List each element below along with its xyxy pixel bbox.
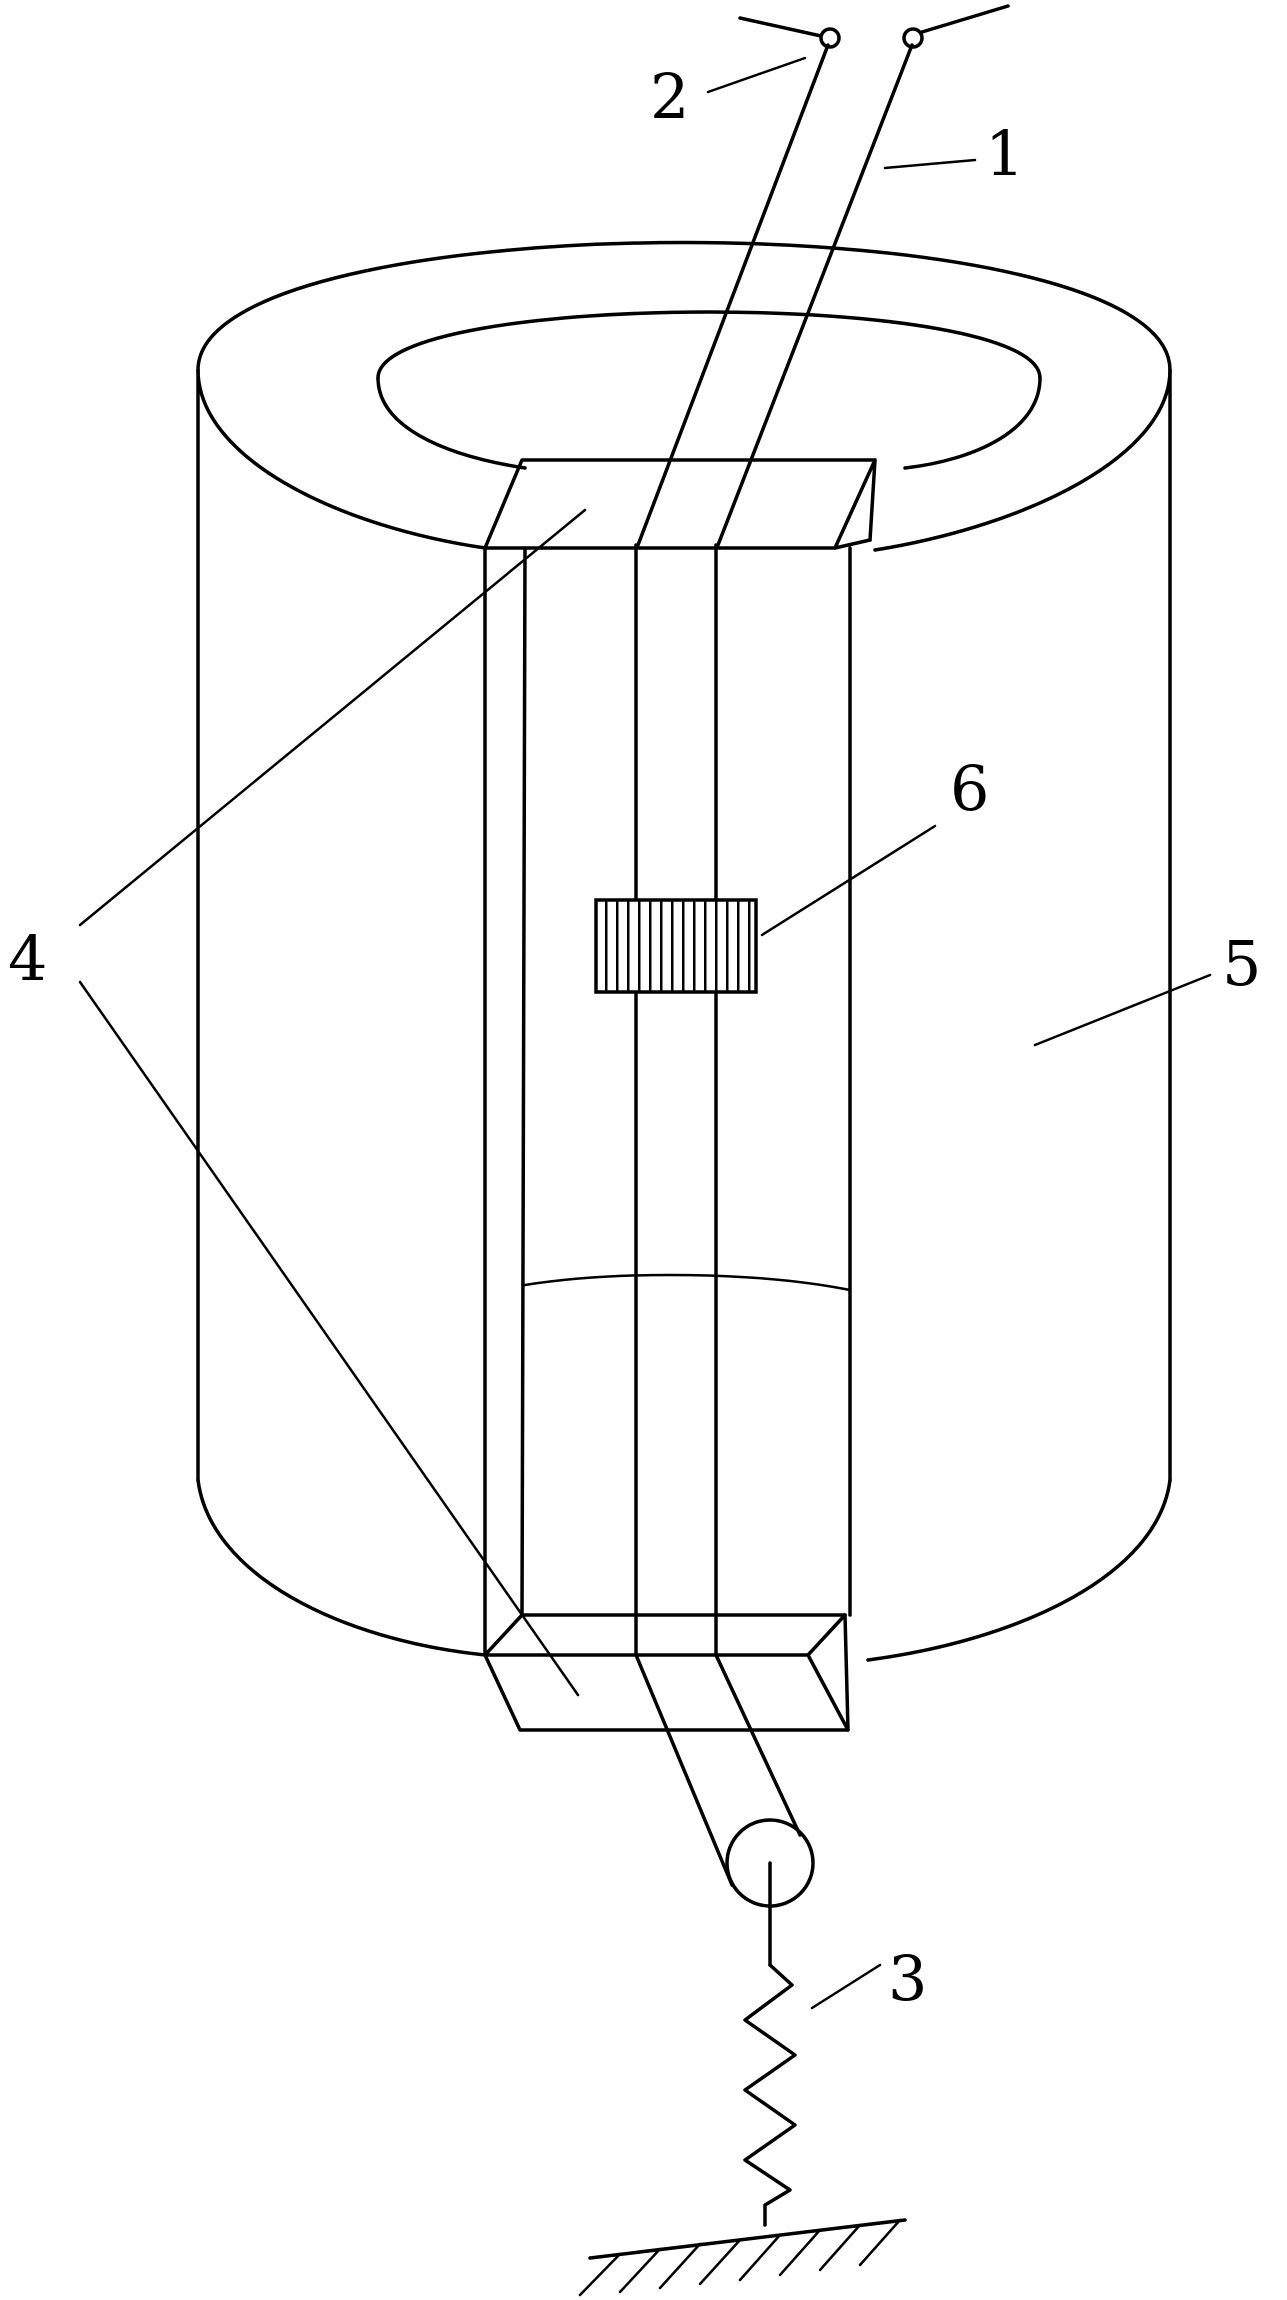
cylinder-top-outer-front-left xyxy=(196,368,487,550)
label-3: 3 xyxy=(888,1942,927,2015)
conductor-right-upper xyxy=(716,43,914,547)
frame-top-right-bevel xyxy=(833,538,872,550)
frame-bottom-plate xyxy=(483,1653,850,1732)
terminal-left-wire xyxy=(738,16,823,38)
frame-left-inner xyxy=(520,546,527,1617)
leader-3 xyxy=(810,1963,882,2010)
conductor xyxy=(634,43,914,1887)
labels: 1 2 3 4 5 6 xyxy=(8,60,1261,2015)
grating-sensor xyxy=(594,898,758,994)
label-1: 1 xyxy=(985,117,1024,190)
terminals xyxy=(738,4,1010,49)
cylinder-top-outer-back xyxy=(196,240,1172,372)
frame-bottom-right-bevel xyxy=(806,1613,847,1657)
frame-bottom-right-edge xyxy=(843,1613,850,1732)
cylinder-top-outer-front-right xyxy=(873,368,1172,552)
cylinder-bottom-left xyxy=(196,1478,487,1657)
leader-5 xyxy=(1033,973,1212,1047)
label-6: 6 xyxy=(950,752,989,825)
cylinder-bore-back xyxy=(376,310,1042,380)
label-4: 4 xyxy=(8,922,47,995)
spring-assembly xyxy=(578,1818,907,2297)
frame-top-right-edge xyxy=(868,458,877,542)
ground-line xyxy=(588,2218,907,2260)
label-2: 2 xyxy=(650,60,689,133)
spring xyxy=(743,1963,797,2227)
leader-4-lower xyxy=(78,980,580,1697)
leader-4-upper xyxy=(78,508,587,927)
leader-6 xyxy=(760,824,937,937)
frame xyxy=(483,458,877,1732)
terminal-left xyxy=(819,27,841,49)
leader-lines xyxy=(78,56,1212,2010)
cylinder-bore-front-left xyxy=(376,376,527,470)
label-5: 5 xyxy=(1222,927,1261,1000)
leader-2 xyxy=(706,56,807,94)
frame-middle-arc xyxy=(523,1273,852,1292)
conductor-right-lower xyxy=(714,1653,802,1837)
leader-1 xyxy=(883,158,977,170)
magnet-cylinder xyxy=(196,240,1172,1662)
conductor-left-lower xyxy=(634,1653,734,1887)
terminal-right-wire xyxy=(920,4,1010,34)
ground-hatch xyxy=(578,2218,902,2297)
terminal-right xyxy=(902,27,924,49)
frame-left-corner xyxy=(483,1613,524,1657)
cylinder-bottom-right xyxy=(866,1478,1172,1662)
cylinder-bore-front-right xyxy=(903,376,1042,470)
frame-top-plate xyxy=(483,458,877,550)
conductor-left-upper xyxy=(636,43,830,547)
